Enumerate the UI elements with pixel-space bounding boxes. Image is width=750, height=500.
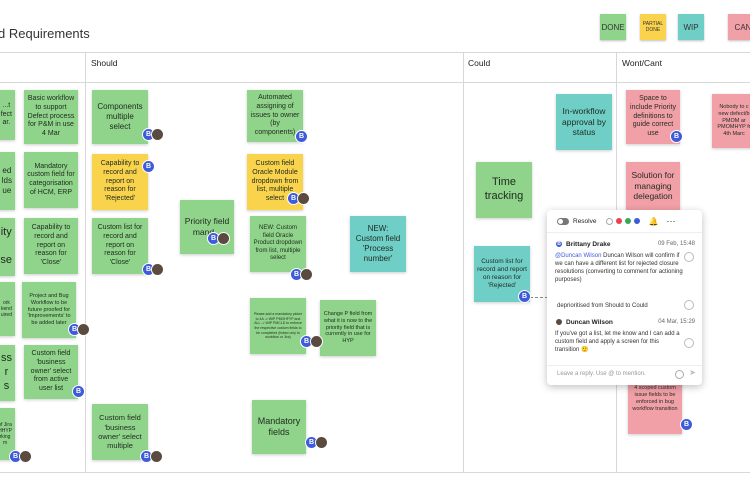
sticky-note[interactable]: Nobody to c new defect/b PMOM ar PMOMHYP… <box>712 94 750 148</box>
comment-toolbar: Resolve 🔔 ··· <box>547 210 702 233</box>
sticky-note[interactable]: Capability to record and report on reaso… <box>92 154 148 210</box>
sticky-note[interactable]: Time tracking <box>476 162 532 218</box>
sticky-note[interactable]: Custom field 'business owner' select mul… <box>92 404 148 460</box>
sticky-note[interactable]: Please add a mandatory picker to 4A -> W… <box>250 298 306 354</box>
comment: Duncan Wilson 04 Mar, 15:29 If you've go… <box>555 318 695 354</box>
sticky-note[interactable]: Solution for managing delegation <box>626 162 680 210</box>
comment-body: If you've got a list, let me know and I … <box>555 331 680 354</box>
sticky-note[interactable]: Custom list for record and report on rea… <box>92 218 148 274</box>
column-header-should: Should <box>91 58 118 68</box>
avatar-photo[interactable] <box>315 436 328 449</box>
avatar-photo <box>555 318 563 326</box>
connector-line[interactable] <box>530 297 548 298</box>
sticky-note[interactable]: Priority field mand... <box>180 200 234 254</box>
color-dot-red[interactable] <box>616 218 623 224</box>
bell-icon[interactable]: 🔔 <box>648 216 659 226</box>
sticky-note[interactable]: Project and Bug Workflow to be future pr… <box>22 282 76 338</box>
sticky-note[interactable]: ...t fect ar. <box>0 90 15 140</box>
sticky-note[interactable]: Custom field Oracle Module dropdown from… <box>247 154 303 210</box>
avatar-photo[interactable] <box>151 263 164 276</box>
send-icon[interactable]: ➤ <box>689 368 696 377</box>
avatar[interactable]: B <box>142 160 155 173</box>
sticky-note[interactable]: Mandatory custom field for categorisatio… <box>24 152 78 208</box>
color-dot-white[interactable] <box>606 217 614 225</box>
avatar-photo[interactable] <box>77 323 90 336</box>
comment-thread-panel[interactable]: Resolve 🔔 ··· B Brittany Drake 09 Feb, 1… <box>547 210 702 385</box>
sticky-note[interactable]: ity se <box>0 218 15 276</box>
color-dot-blue[interactable] <box>634 218 641 224</box>
sticky-note[interactable]: NEW: Custom field Oracle Product dropdow… <box>250 216 306 272</box>
emoji-icon[interactable] <box>675 370 684 379</box>
avatar[interactable]: B <box>670 130 683 143</box>
avatar[interactable]: B <box>680 418 693 431</box>
reply-divider <box>547 365 702 366</box>
sticky-note[interactable]: NEW: Custom field 'Process number' <box>350 216 406 272</box>
sticky-note[interactable]: Custom field 'business owner' select fro… <box>24 345 78 399</box>
comment-time: 04 Mar, 15:29 <box>658 319 695 325</box>
resolve-toggle[interactable] <box>557 217 569 225</box>
react-icon[interactable] <box>684 338 694 348</box>
more-options-icon[interactable]: ··· <box>666 216 676 226</box>
avatar-photo[interactable] <box>310 335 323 348</box>
color-dot-green[interactable] <box>625 218 632 224</box>
sticky-note[interactable]: of Jira HHYP rking m <box>0 408 15 460</box>
board-title: d Requirements <box>0 26 90 41</box>
sticky-note[interactable]: 4 scoped custom issue fields to be enfor… <box>628 382 682 434</box>
column-header-could: Could <box>468 58 491 68</box>
resolve-label: Resolve <box>573 217 597 225</box>
comment-author: Duncan Wilson <box>566 318 613 326</box>
avatar-photo[interactable] <box>19 450 32 463</box>
avatar[interactable]: B <box>72 385 85 398</box>
comment-time: 09 Feb, 15:48 <box>657 241 695 247</box>
sticky-note[interactable]: ss r s <box>0 345 15 401</box>
comment-body: deprioritised from Should to Could <box>557 303 648 309</box>
column-divider-should <box>85 52 86 472</box>
comment-body: @Duncan Wilson Duncan Wilson will confir… <box>555 253 683 284</box>
react-icon[interactable] <box>684 252 694 262</box>
sticky-note[interactable]: Components multiple select <box>92 90 148 144</box>
header-row-border <box>0 82 750 83</box>
sticky-note[interactable]: In-workflow approval by status <box>556 94 612 150</box>
avatar[interactable]: B <box>518 290 531 303</box>
avatar-photo[interactable] <box>151 128 164 141</box>
mention[interactable]: @Duncan Wilson <box>555 253 602 259</box>
avatar-photo[interactable] <box>217 232 230 245</box>
avatar-photo[interactable] <box>150 450 163 463</box>
frame-bottom-border <box>0 472 750 473</box>
legend-wip[interactable]: WIP <box>678 14 704 40</box>
sticky-note[interactable]: Basic workflow to support Defect process… <box>24 90 78 144</box>
sticky-note[interactable]: Mandatory fields <box>252 400 306 454</box>
sticky-note[interactable]: Capability to record and report on reaso… <box>24 218 78 274</box>
column-header-wont-cant: Wont/Cant <box>622 58 663 68</box>
sticky-note[interactable]: ork kend uired <box>0 282 15 336</box>
react-icon[interactable] <box>684 300 694 310</box>
sticky-note[interactable]: ed lds ue <box>0 152 15 210</box>
sticky-note[interactable]: Change P field from what it is now to th… <box>320 300 376 356</box>
avatar-photo[interactable] <box>300 268 313 281</box>
legend-partial-done[interactable]: PARTIAL DONE <box>640 14 666 40</box>
avatar-photo[interactable] <box>297 192 310 205</box>
frame-top-border <box>0 52 750 53</box>
comment: B Brittany Drake 09 Feb, 15:48 @Duncan W… <box>555 240 695 284</box>
avatar: B <box>555 240 563 248</box>
avatar[interactable]: B <box>295 130 308 143</box>
comment-author: Brittany Drake <box>566 240 611 248</box>
legend-cant[interactable]: CAN <box>728 14 750 40</box>
reply-input[interactable]: Leave a reply. Use @ to mention. <box>557 371 646 377</box>
column-divider-could <box>463 52 464 472</box>
legend-done[interactable]: DONE <box>600 14 626 40</box>
sticky-note[interactable]: Automated assigning of issues to owner (… <box>247 90 303 142</box>
